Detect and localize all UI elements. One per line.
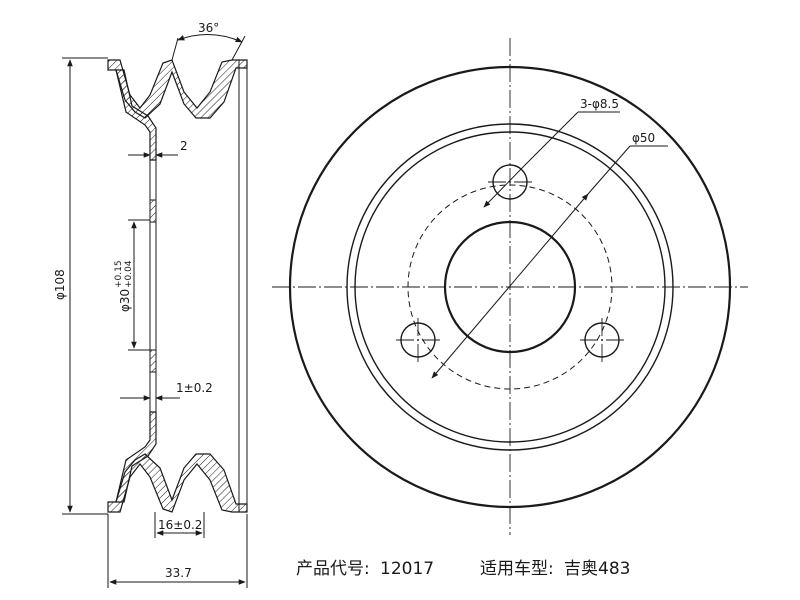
application-value: 吉奥483 [564, 559, 630, 579]
flange-thickness-label: 1±0.2 [176, 381, 213, 395]
side-section-view: 36° 2 φ30 +0.15 +0.04 φ108 1±0.2 16±0.2 [53, 21, 248, 588]
angle-ext-left [171, 37, 179, 61]
bore-tol-upper: +0.15 [114, 260, 124, 288]
wall-thickness-label: 2 [180, 139, 188, 153]
web-section-lower [149, 349, 157, 373]
angle-label: 36° [198, 21, 219, 35]
bottom-flange-wall [115, 411, 157, 503]
pcd-leader-line [431, 193, 589, 379]
groove-pitch-label: 16±0.2 [158, 518, 202, 532]
angle-arc [177, 33, 243, 43]
caption: 产品代号: 12017 适用车型: 吉奥483 [296, 559, 630, 579]
pcd-callout-label: φ50 [632, 131, 655, 145]
bore-tol-lower: +0.04 [124, 260, 134, 288]
pcd-leader-ext [587, 145, 631, 195]
overall-width-label: 33.7 [165, 566, 192, 580]
top-flange-wall [115, 69, 157, 161]
web-section-upper [149, 199, 157, 223]
angle-ext-right [231, 35, 246, 61]
hole-leader-ext [527, 111, 579, 163]
bore-label: φ30 [118, 289, 132, 312]
application-label: 适用车型: [480, 559, 554, 579]
product-code-label: 产品代号: [296, 559, 370, 579]
overall-diameter-label: φ108 [53, 269, 67, 300]
product-code-value: 12017 [380, 559, 434, 579]
hole-callout-label: 3-φ8.5 [580, 97, 619, 111]
front-view: 3-φ8.5 φ50 [272, 38, 748, 535]
hole-leader-line [483, 161, 529, 208]
